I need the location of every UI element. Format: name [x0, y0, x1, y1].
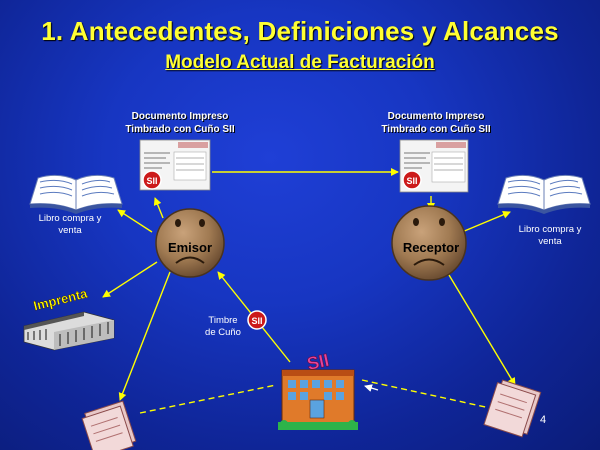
libro-left-label: Libro compra y venta	[22, 213, 118, 237]
doc-left-label: Documento Impreso Timbrado con Cuño SII	[100, 110, 260, 136]
slide-title: 1. Antecedentes, Definiciones y Alcances	[41, 16, 559, 46]
imprenta-building-icon	[23, 311, 115, 351]
doc-left-label-line1: Documento Impreso	[131, 111, 229, 122]
timbre-label: Timbre de Cuño	[198, 315, 248, 339]
arrow-receptor-to-libro	[461, 211, 511, 233]
archive-right-icon	[483, 379, 542, 438]
arrow-receptor-to-archive	[445, 269, 516, 386]
sii-stamp-badge: SII	[247, 310, 267, 330]
doc-right-label-line1: Documento Impreso	[387, 111, 485, 122]
libro-right-label: Libro compra y venta	[500, 224, 600, 248]
connector-lines	[102, 168, 516, 414]
libro-right-label-line1: Libro compra y	[518, 224, 582, 235]
arrow-emisor-to-libro	[117, 209, 153, 233]
libro-left-label-line1: Libro compra y	[38, 213, 102, 224]
emisor-face-icon: Emisor	[155, 208, 225, 278]
svg-text:SII: SII	[146, 176, 157, 186]
doc-right-label-line2: Timbrado con Cuño SII	[381, 124, 491, 135]
sii-building-sign: SII	[305, 350, 331, 374]
book-right-icon	[497, 174, 591, 214]
svg-text:SII: SII	[406, 176, 417, 186]
arrow-emisor-to-doc	[153, 197, 164, 219]
doc-left-label-line2: Timbrado con Cuño SII	[125, 124, 235, 135]
document-right-icon: SII	[399, 139, 469, 193]
emisor-label: Emisor	[168, 240, 212, 255]
receptor-label: Receptor	[403, 240, 459, 255]
timbre-label-line1: Timbre	[208, 315, 238, 326]
dashed-archive-to-sii	[139, 384, 277, 414]
libro-right-label-line2: venta	[538, 236, 562, 247]
page-number: 4	[540, 414, 547, 426]
book-left-icon	[29, 174, 123, 214]
sii-badge-text: SII	[251, 316, 262, 326]
slide-subtitle: Modelo Actual de Facturación	[165, 52, 435, 73]
libro-left-label-line2: venta	[58, 225, 82, 236]
arrow-sii-to-right-archive	[364, 384, 379, 392]
timbre-label-line2: de Cuño	[205, 327, 241, 338]
arrow-emisor-to-archive	[118, 271, 171, 401]
receptor-face-icon: Receptor	[391, 205, 467, 281]
arrow-emisor-to-imprenta	[102, 261, 158, 298]
dashed-sii-to-archive	[361, 379, 491, 409]
sii-building-icon: SII	[278, 350, 358, 430]
doc-right-label: Documento Impreso Timbrado con Cuño SII	[356, 110, 516, 136]
archive-left-icon	[81, 400, 137, 450]
document-left-icon: SII	[139, 139, 211, 191]
imprenta-label: Imprenta	[32, 285, 90, 313]
